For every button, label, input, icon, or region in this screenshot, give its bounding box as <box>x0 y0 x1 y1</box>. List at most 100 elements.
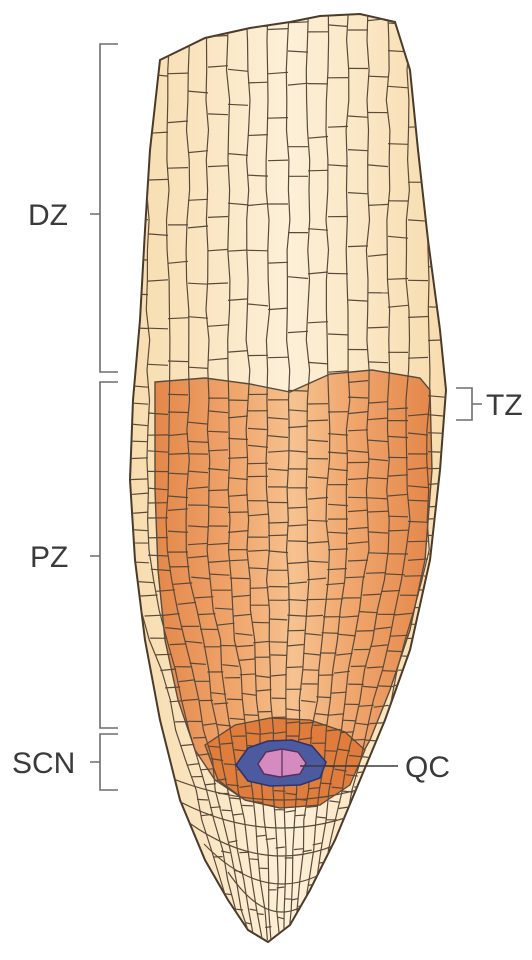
cell-cross-wall <box>408 127 428 128</box>
cell-cross-wall <box>428 468 448 469</box>
cell-cross-wall <box>402 656 419 657</box>
cell-cross-wall <box>236 909 243 910</box>
dz-bracket <box>90 44 118 372</box>
cell-cross-wall <box>128 479 148 480</box>
cell-cross-wall <box>270 642 287 643</box>
cell-cross-wall <box>228 18 248 19</box>
cell-cross-wall <box>366 573 386 574</box>
cell-cross-wall <box>303 670 319 671</box>
cell-cross-wall <box>244 715 258 716</box>
cell-cross-wall <box>362 799 373 800</box>
cell-cross-wall <box>168 412 188 413</box>
cell-cross-wall <box>230 578 249 579</box>
cell-cross-wall <box>308 170 328 171</box>
cell-cross-wall <box>382 726 396 727</box>
cell-cross-wall <box>368 553 388 554</box>
cell-cross-wall <box>367 783 379 784</box>
label-tz: TZ <box>486 389 523 422</box>
cell-cross-wall <box>271 655 287 656</box>
cell-cross-wall <box>393 685 408 686</box>
cell-cross-wall <box>168 73 188 74</box>
scn-bracket <box>90 734 118 790</box>
cell-cross-wall <box>128 328 148 329</box>
cell-cross-wall <box>388 144 408 145</box>
cell-cross-wall <box>295 815 305 816</box>
cell-cross-wall <box>168 42 188 43</box>
cell-cross-wall <box>346 859 355 860</box>
cell-cross-wall <box>170 644 187 645</box>
cell-cross-wall <box>288 390 308 391</box>
cell-cross-wall <box>324 751 337 752</box>
label-dz: DZ <box>28 199 68 232</box>
cell-cross-wall <box>128 145 148 146</box>
cell-cross-wall <box>388 516 408 517</box>
cell-cross-wall <box>382 671 398 672</box>
cell-cross-wall <box>428 219 448 220</box>
cell-cross-wall <box>351 666 367 667</box>
label-pz: PZ <box>30 541 68 574</box>
cell-cross-wall <box>248 82 268 83</box>
cell-cross-wall <box>368 362 388 363</box>
cell-cross-wall <box>287 667 303 668</box>
cell-cross-wall <box>316 697 331 698</box>
cell-cross-wall <box>348 246 368 247</box>
tz-bracket <box>456 388 482 420</box>
cell-cross-wall <box>408 500 428 501</box>
cell-cross-wall <box>248 250 268 251</box>
cell-cross-wall <box>408 357 428 358</box>
cell-cross-wall <box>428 267 448 268</box>
cell-cross-wall <box>128 98 148 100</box>
cell-cross-wall <box>342 720 356 721</box>
cell-cross-wall <box>168 361 188 362</box>
cell-cross-wall <box>250 859 259 860</box>
cell-cross-wall <box>208 114 228 115</box>
cell-cross-wall <box>320 783 332 784</box>
cell-cross-wall <box>328 126 348 127</box>
cell-cross-wall <box>250 588 269 589</box>
cell-cross-wall <box>268 522 288 523</box>
cell-cross-wall <box>368 511 388 512</box>
cell-cross-wall <box>227 699 242 700</box>
cell-cross-wall <box>148 41 168 42</box>
cell-cross-wall <box>352 739 365 740</box>
cell-cross-wall <box>377 745 390 746</box>
cell-cross-wall <box>357 631 374 632</box>
cell-cross-wall <box>228 400 248 401</box>
cell-cross-wall <box>208 431 228 432</box>
cell-cross-wall <box>314 725 328 726</box>
cell-cross-wall <box>302 934 308 935</box>
cell-cross-wall <box>428 518 448 519</box>
cell-cross-wall <box>148 179 168 180</box>
cell-cross-wall <box>428 535 448 536</box>
cell-cross-wall <box>128 259 148 260</box>
cell-cross-wall <box>274 791 285 792</box>
pz-bracket <box>90 382 118 728</box>
cell-cross-wall <box>388 279 408 280</box>
cell-cross-wall <box>325 599 344 600</box>
label-scn: SCN <box>12 747 75 780</box>
cell-cross-wall <box>268 357 288 358</box>
cell-cross-wall <box>387 651 404 652</box>
cell-cross-wall <box>368 76 388 77</box>
cell-cross-wall <box>428 433 448 434</box>
cell-cross-wall <box>322 633 339 634</box>
cell-cross-wall <box>288 541 308 542</box>
cell-cross-wall <box>348 497 368 498</box>
cell-cross-wall <box>197 799 208 800</box>
cell-cross-wall <box>428 32 448 34</box>
cell-cross-wall <box>268 535 288 536</box>
cell-cross-wall <box>378 686 393 687</box>
cell-cross-wall <box>328 898 335 899</box>
cell-cross-wall <box>308 420 328 421</box>
cell-cross-wall <box>268 160 288 161</box>
cell-cross-wall <box>369 723 383 724</box>
cell-cross-wall <box>145 615 163 616</box>
cell-cross-wall <box>193 737 206 738</box>
label-qc: QC <box>405 751 450 784</box>
cell-cross-wall <box>208 507 228 508</box>
cell-cross-wall <box>368 327 388 328</box>
cell-cross-wall <box>128 55 148 57</box>
cell-cross-wall <box>340 732 354 733</box>
cell-cross-wall <box>208 490 228 491</box>
